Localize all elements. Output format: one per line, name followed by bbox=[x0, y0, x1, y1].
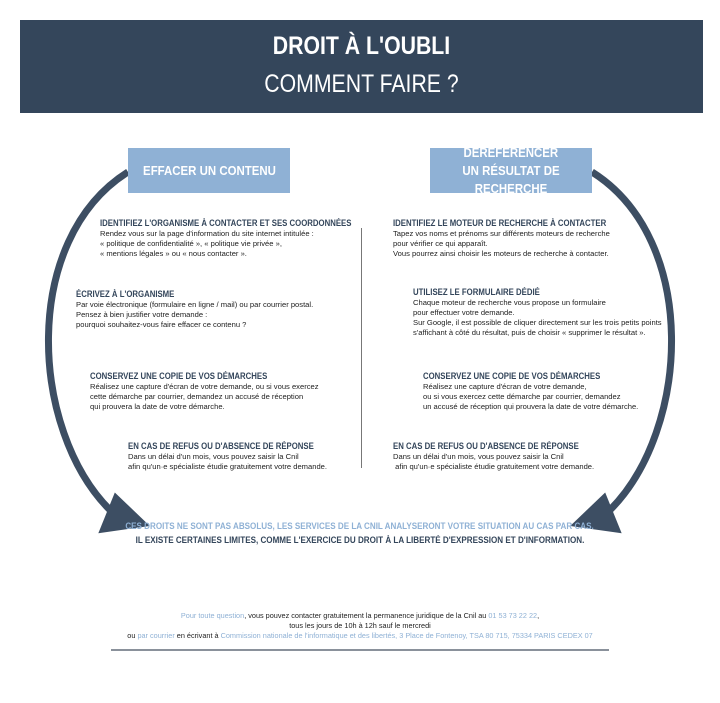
left-arrowhead-icon bbox=[98, 492, 150, 534]
header-banner: DROIT À L'OUBLI COMMENT FAIRE ? bbox=[20, 20, 703, 113]
step-title: EN CAS DE REFUS OU D'ABSENCE DE RÉPONSE bbox=[393, 441, 579, 452]
footer-hours: tous les jours de 10h à 12h sauf le merc… bbox=[289, 621, 431, 630]
mail-link[interactable]: par courrier bbox=[137, 631, 175, 640]
step-title: CONSERVEZ UNE COPIE DE VOS DÉMARCHES bbox=[423, 371, 601, 382]
address-link[interactable]: Commission nationale de l'informatique e… bbox=[220, 631, 593, 640]
step-body: Par voie électronique (formulaire en lig… bbox=[76, 300, 314, 329]
footer-text: en écrivant à bbox=[174, 631, 221, 640]
footer-text: , vous pouvez contacter gratuitement la … bbox=[244, 611, 489, 620]
step-body: Dans un délai d'un mois, vous pouvez sai… bbox=[128, 452, 328, 471]
step-body: Tapez vos noms et prénoms sur différents… bbox=[393, 229, 610, 258]
right-arrowhead-icon bbox=[570, 492, 622, 534]
note-text: IL EXISTE CERTAINES LIMITES, COMME L'EXE… bbox=[135, 535, 585, 546]
note-text: CES DROITS NE SONT PAS ABSOLUS, LES SERV… bbox=[125, 521, 595, 532]
right-arc-arrow bbox=[590, 169, 675, 513]
step-title: IDENTIFIEZ LE MOTEUR DE RECHERCHE À CONT… bbox=[393, 218, 607, 229]
tab-label: UN RÉSULTAT DE RECHERCHE bbox=[462, 162, 560, 196]
step-title: UTILISEZ LE FORMULAIRE DÉDIÉ bbox=[413, 287, 540, 298]
tab-dereferencer: DÉRÉFÉRENCER UN RÉSULTAT DE RECHERCHE bbox=[430, 145, 592, 196]
footer-contact: Pour toute question, vous pouvez contact… bbox=[60, 611, 660, 641]
step-title: CONSERVEZ UNE COPIE DE VOS DÉMARCHES bbox=[90, 371, 268, 382]
note-line-2: IL EXISTE CERTAINES LIMITES, COMME L'EXE… bbox=[0, 535, 720, 546]
tab-label: DÉRÉFÉRENCER bbox=[463, 144, 559, 160]
tab-effacer-contenu: EFFACER UN CONTENU bbox=[128, 148, 290, 193]
step-body: Réalisez une capture d'écran de votre de… bbox=[90, 382, 319, 411]
step-body: Chaque moteur de recherche vous propose … bbox=[413, 298, 662, 337]
subtitle: COMMENT FAIRE ? bbox=[264, 70, 459, 98]
right-step-1: IDENTIFIEZ LE MOTEUR DE RECHERCHE À CONT… bbox=[393, 218, 653, 259]
question-link[interactable]: Pour toute question bbox=[180, 611, 245, 620]
note-line-1: CES DROITS NE SONT PAS ABSOLUS, LES SERV… bbox=[0, 521, 720, 532]
step-body: Rendez vous sur la page d'information du… bbox=[100, 229, 314, 258]
step-body: Dans un délai d'un mois, vous pouvez sai… bbox=[393, 452, 595, 471]
left-step-1: IDENTIFIEZ L'ORGANISME À CONTACTER ET SE… bbox=[100, 218, 407, 259]
tab-label: EFFACER UN CONTENU bbox=[142, 162, 276, 178]
phone-link[interactable]: 01 53 73 22 22 bbox=[488, 611, 538, 620]
left-arc-arrow bbox=[45, 169, 130, 513]
title: DROIT À L'OUBLI bbox=[272, 32, 451, 60]
footer-text: ou bbox=[127, 631, 138, 640]
step-body: Réalisez une capture d'écran de votre de… bbox=[423, 382, 639, 411]
footer-rule bbox=[111, 649, 609, 651]
center-divider bbox=[361, 228, 362, 468]
step-title: IDENTIFIEZ L'ORGANISME À CONTACTER ET SE… bbox=[100, 218, 352, 229]
step-title: ÉCRIVEZ À L'ORGANISME bbox=[76, 289, 175, 300]
step-title: EN CAS DE REFUS OU D'ABSENCE DE RÉPONSE bbox=[128, 441, 314, 452]
